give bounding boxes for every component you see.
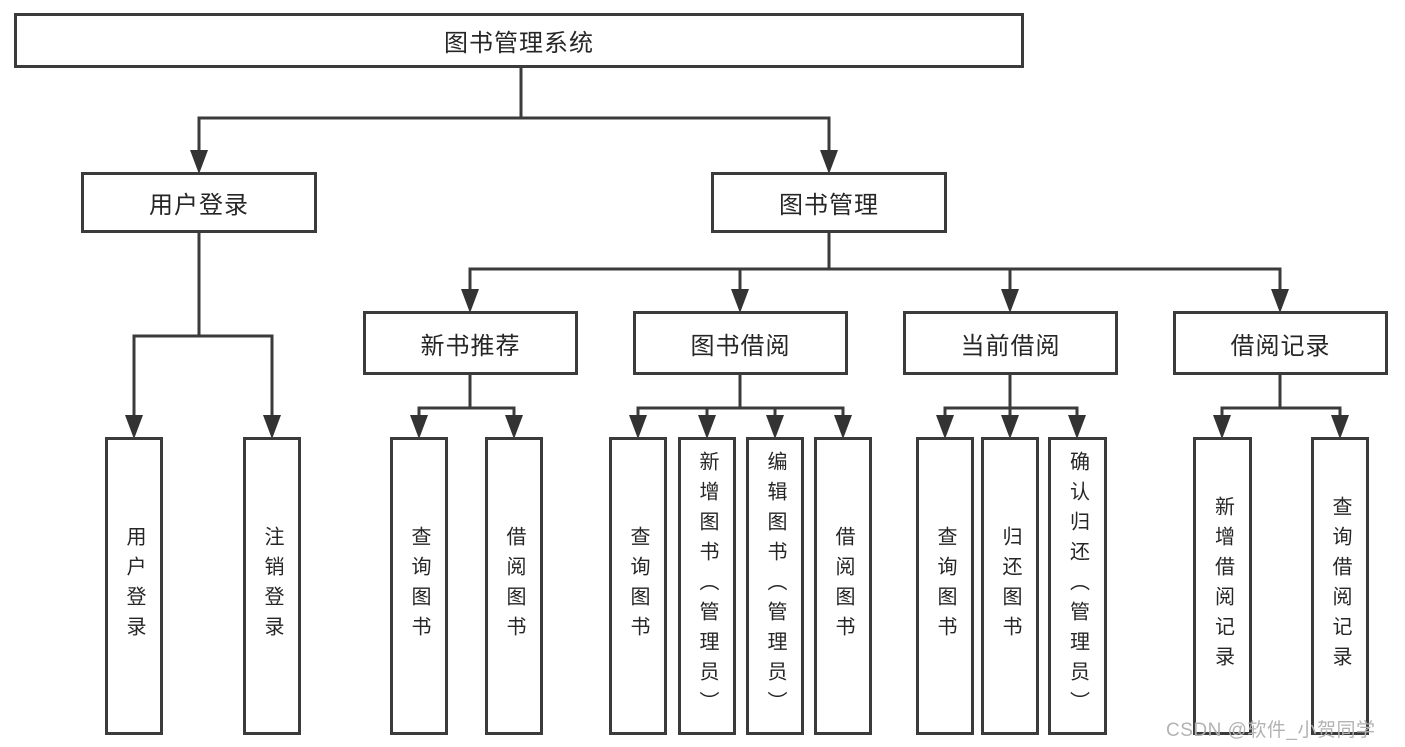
arrowhead-icon [629, 415, 647, 439]
leaf-label: 用户登录 [123, 526, 145, 646]
leaf-query-books-2: 查询图书 [609, 437, 667, 735]
arrowhead-icon [1213, 415, 1231, 439]
connector-userlogin-to-children [132, 231, 274, 417]
leaf-label: 查询图书 [934, 526, 956, 646]
arrowhead-icon [1331, 415, 1349, 439]
leaf-query-books-3: 查询图书 [916, 437, 974, 735]
leaf-label: 查询借阅记录 [1329, 496, 1351, 676]
leaf-label: 查询图书 [627, 526, 649, 646]
leaf-confirm-return-admin: 确认归还（管理员） [1048, 437, 1107, 735]
leaf-label: 新增图书（管理员） [696, 451, 718, 721]
node-book-borrow: 图书借阅 [633, 311, 848, 375]
node-book-management: 图书管理 [711, 172, 947, 233]
leaf-user-login: 用户登录 [105, 437, 163, 735]
arrowhead-icon [820, 150, 838, 174]
arrowhead-icon [410, 415, 428, 439]
leaf-label: 借阅图书 [503, 526, 525, 646]
arrowhead-icon [698, 415, 716, 439]
leaf-logout: 注销登录 [243, 437, 301, 735]
node-user-login: 用户登录 [81, 172, 317, 233]
leaf-add-books-admin: 新增图书（管理员） [678, 437, 736, 735]
leaf-label: 归还图书 [999, 526, 1021, 646]
connector-borrowrecords-to-children [1220, 373, 1342, 417]
arrowhead-icon [125, 415, 143, 439]
leaf-label: 查询图书 [408, 526, 430, 646]
leaf-return-books: 归还图书 [981, 437, 1039, 735]
leaf-borrow-books-2: 借阅图书 [814, 437, 872, 735]
leaf-label: 借阅图书 [832, 526, 854, 646]
connector-newbookrec-to-children [417, 373, 516, 417]
connector-bookmgmt-to-level2 [468, 231, 1282, 291]
arrowhead-icon [1001, 415, 1019, 439]
leaf-label: 注销登录 [261, 526, 283, 646]
arrowhead-icon [1068, 415, 1086, 439]
connector-root-to-level1 [197, 66, 831, 150]
leaf-query-borrow-record: 查询借阅记录 [1311, 437, 1369, 735]
node-borrow-records: 借阅记录 [1173, 311, 1388, 375]
arrowhead-icon [461, 289, 479, 313]
connector-bookborrow-to-children [636, 373, 845, 417]
node-new-book-recommend: 新书推荐 [363, 311, 578, 375]
arrowhead-icon [936, 415, 954, 439]
arrowhead-icon [1001, 289, 1019, 313]
leaf-borrow-books-1: 借阅图书 [485, 437, 543, 735]
arrowhead-icon [505, 415, 523, 439]
node-current-borrow: 当前借阅 [903, 311, 1118, 375]
arrowhead-icon [1271, 289, 1289, 313]
leaf-add-borrow-record: 新增借阅记录 [1193, 437, 1252, 735]
leaf-label: 新增借阅记录 [1211, 496, 1234, 676]
csdn-watermark: CSDN @软件_小贺同学 [1166, 720, 1376, 741]
arrowhead-icon [766, 415, 784, 439]
leaf-label: 编辑图书（管理员） [764, 451, 786, 721]
leaf-edit-books-admin: 编辑图书（管理员） [746, 437, 804, 735]
node-root-system: 图书管理系统 [14, 13, 1024, 68]
arrowhead-icon [263, 415, 281, 439]
arrowhead-icon [731, 289, 749, 313]
arrowhead-icon [834, 415, 852, 439]
leaf-label: 确认归还（管理员） [1066, 451, 1089, 721]
arrowhead-icon [190, 150, 208, 174]
connector-currentborrow-to-children [943, 373, 1079, 417]
leaf-query-books-1: 查询图书 [390, 437, 448, 735]
